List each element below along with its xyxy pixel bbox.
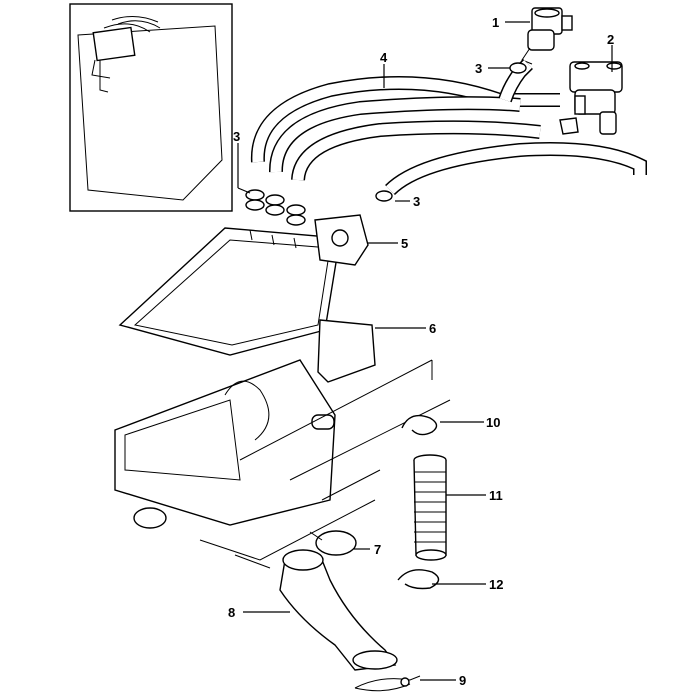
drain-bellows-hose	[413, 454, 447, 561]
callout-labels: 1 2 3 3 3 4 5 6 7 8 9 10 11 12	[228, 15, 614, 688]
callout-3-valve: 3	[475, 61, 482, 76]
hose-clamp-12	[397, 569, 440, 590]
callout-3-right: 3	[413, 194, 420, 209]
callout-9: 9	[459, 673, 466, 688]
hose-clamp-9	[354, 675, 421, 692]
inlet-hoses	[250, 59, 647, 196]
inset-overview	[69, 3, 233, 212]
hose-clamp-7	[309, 530, 357, 556]
callout-6: 6	[429, 321, 436, 336]
sump-hose	[279, 549, 398, 671]
callout-8: 8	[228, 605, 235, 620]
callout-1: 1	[492, 15, 499, 30]
callout-11: 11	[489, 488, 503, 503]
callout-3-left: 3	[233, 129, 240, 144]
callout-12: 12	[489, 577, 503, 592]
callout-7: 7	[374, 542, 381, 557]
callout-2: 2	[607, 32, 614, 47]
inlet-valve-single	[521, 7, 573, 65]
inlet-valve-double	[559, 61, 623, 135]
callout-10: 10	[486, 415, 500, 430]
dispenser-cover	[118, 214, 369, 356]
dispenser-housing	[114, 319, 376, 529]
callout-4: 4	[380, 50, 388, 65]
leader-lines	[237, 21, 613, 681]
hose-clamp-10	[401, 414, 438, 436]
hose-clamps	[245, 62, 527, 226]
callout-5: 5	[401, 236, 408, 251]
assembly-guide-lines	[199, 359, 451, 569]
